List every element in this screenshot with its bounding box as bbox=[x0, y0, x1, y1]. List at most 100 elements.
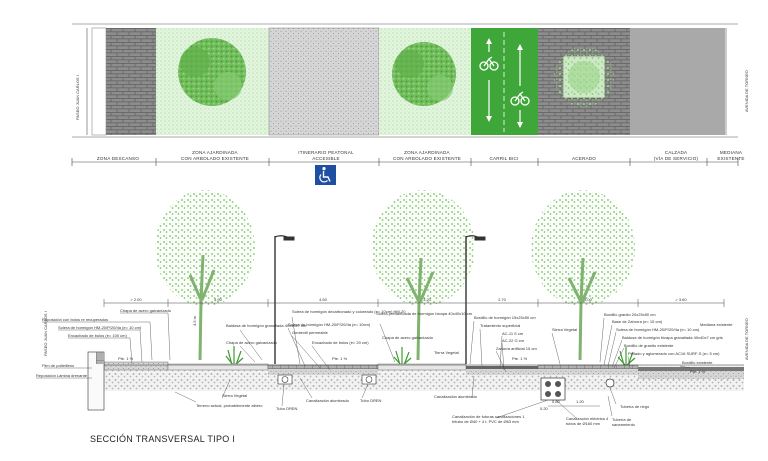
label-ac11: AC-11 S cm bbox=[502, 331, 524, 336]
section-view: > 2.00 4.90 4.50 3.20 2.70 3.00 > 3.60 4… bbox=[36, 190, 749, 444]
zone-label-garden-2-sub: CON ARBOLADO EXISTENTE bbox=[393, 156, 461, 161]
label-electric-ducts: Canalización eléctrica 4 tubos de Ø160 m… bbox=[566, 416, 609, 426]
wall-cap bbox=[96, 352, 104, 364]
label-future-ducts-box: Canalización de futuras canalizaciones 1… bbox=[452, 414, 525, 424]
drain-pipe-1-icon bbox=[277, 374, 293, 385]
plan-rest-zone-paving bbox=[106, 28, 156, 135]
label-concrete-tile-1: Baldosa de hormigón granallada 40x40x7 c… bbox=[226, 323, 307, 328]
zone-label-garden-1-sub: CON ARBOLADO EXISTENTE bbox=[181, 156, 249, 161]
plan-tree-1-icon bbox=[178, 38, 246, 106]
dim-label-7: > 3.60 bbox=[675, 297, 687, 302]
label-topsoil-1: Sierra Vegetal bbox=[222, 393, 247, 398]
roadway-base bbox=[638, 371, 744, 379]
small-dim-1: 0.20 bbox=[540, 406, 549, 411]
label-slope-1: Pte. 1 % bbox=[118, 356, 134, 361]
label-ac22: AC-22 G cm bbox=[502, 338, 525, 343]
bike-lane-asphalt bbox=[466, 366, 538, 369]
dim-label-3: 4.50 bbox=[319, 297, 328, 302]
dim-label-1: > 2.00 bbox=[130, 297, 142, 302]
pedestrian-path-layer bbox=[267, 364, 379, 370]
label-existing-median: Mediana existente bbox=[700, 322, 733, 327]
conduit-bank-icon bbox=[540, 377, 566, 401]
small-dim-2: 0.80 bbox=[552, 399, 561, 404]
label-slope-4: Pte. 1 % bbox=[690, 369, 706, 374]
zone-label-garden-1: ZONA AJARDINADA bbox=[192, 150, 238, 155]
label-future-ducts: Canalización de futuras canalizaciones 1… bbox=[452, 414, 525, 424]
leader-lines-right bbox=[551, 317, 691, 419]
label-recovered-cobbles: Reposición con bolos re recuperados bbox=[42, 317, 108, 322]
zone-label-pedestrian-sub: ACCESIBLE bbox=[312, 156, 340, 161]
label-concrete-slab-1: Solera de hormigón HM-20/P/20/IIa (e= 10… bbox=[58, 325, 142, 330]
label-electric-ducts-box: Canalización eléctrica 4 tubos de Ø160 m… bbox=[566, 416, 609, 426]
label-geotextile: Geotextil permeable bbox=[292, 330, 329, 335]
dim-label-2: 4.90 bbox=[214, 297, 223, 302]
plan-tree-3-icon bbox=[554, 47, 614, 107]
sidewalk-base bbox=[538, 369, 638, 375]
zone-label-roadway-sub: (VÍA DE SERVICIO) bbox=[654, 155, 699, 161]
plan-curb-strip bbox=[91, 27, 107, 136]
wheelchair-icon bbox=[315, 165, 336, 185]
zone-label-rest: ZONA DESCANSO bbox=[97, 156, 139, 161]
leader-lines-bike bbox=[469, 320, 549, 419]
shrub-3-icon bbox=[617, 347, 636, 366]
label-existing-granite-curb: Bordillo de granito existente bbox=[624, 343, 674, 348]
label-galvanized-sheet-2: Chapa de acero galvanizado bbox=[226, 340, 278, 345]
label-decarbonated-slab: Solera de hormigón decarbonado y colorea… bbox=[292, 309, 406, 314]
section-dimension-ticks bbox=[103, 299, 725, 307]
label-cobble-bed-2: Encachado de bolos (e= 20 cm) bbox=[312, 340, 369, 345]
label-asphalt-overlay: Pintado y aglomerado con AC16 SURF-S (e=… bbox=[628, 351, 720, 356]
section-tree-3-icon bbox=[531, 190, 635, 361]
rest-zone-pavement bbox=[103, 361, 169, 371]
pedestrian-gravel-layer bbox=[268, 369, 378, 375]
label-polyethylene-film: Film de polietileno bbox=[42, 363, 75, 368]
height-dim-label: 4.5 m bbox=[192, 315, 197, 326]
leader-lines-left bbox=[36, 312, 231, 403]
label-galvanized-sheet-3: Chapa de acero galvanizado bbox=[382, 335, 434, 340]
label-lighting-duct-2: Canalización alumbrado bbox=[434, 394, 478, 399]
leader-lines-mid bbox=[239, 316, 396, 407]
bike-direction-arrows-icon bbox=[486, 38, 523, 128]
roadway-asphalt bbox=[638, 367, 744, 371]
label-bicapa-slab: Solera prefabricada de hormigón bicapa 4… bbox=[376, 311, 473, 316]
street-lamp-1-icon bbox=[274, 235, 295, 364]
drain-pipe-2-icon bbox=[361, 374, 377, 385]
label-topsoil-2: Tierra Vegetal bbox=[434, 350, 459, 355]
zone-label-sidewalk: ACERADO bbox=[572, 156, 596, 161]
shrub-2-icon bbox=[393, 347, 412, 366]
label-lighting-duct-1: Canalización alumbrado bbox=[306, 398, 350, 403]
bike-lane-base bbox=[466, 369, 538, 375]
plan-right-street-label: AVENIDA DE TORNEO bbox=[744, 70, 749, 112]
plan-pedestrian-path bbox=[268, 27, 380, 136]
plan-left-street-label: PASEO JUAN CARLOS I bbox=[75, 75, 80, 120]
label-concrete-slab-3: Solera de hormigón HM-20/P/20/IIa (e= 10… bbox=[616, 327, 700, 332]
zone-ticks bbox=[71, 158, 739, 166]
section-right-street-label: AVENIDA DE TORNEO bbox=[744, 318, 749, 360]
label-artificial-gravel: Zahorra artificial 15 cm bbox=[496, 346, 537, 351]
shrub-1-icon bbox=[225, 346, 244, 366]
label-gravel-base: Base de Zahorra (e= 15 cm) bbox=[612, 319, 663, 324]
dim-label-5: 2.70 bbox=[498, 297, 507, 302]
zone-label-roadway: CALZADA bbox=[665, 150, 688, 155]
plan-bike-lane bbox=[471, 28, 538, 135]
label-concrete-slab-2: Solera de hormigón HM-20/P/20/IIa (e= 10… bbox=[288, 322, 371, 327]
zone-label-garden-2: ZONA AJARDINADA bbox=[404, 150, 450, 155]
label-drainage-sheet: Reposición Lámina drenante bbox=[36, 373, 88, 378]
label-sewer-pipe-box: Tubería de saneamiento bbox=[612, 417, 635, 427]
label-slope-2: Pte. 1 % bbox=[332, 356, 348, 361]
label-existing-curb: Bordillo existente bbox=[682, 360, 713, 365]
section-left-street-label: PASEO JUAN CARLOS I bbox=[43, 311, 48, 356]
label-surface-treatment: Tratamiento superficial bbox=[480, 323, 520, 328]
label-irrigation-pipe: Tubería de riego bbox=[620, 404, 650, 409]
dim-label-4: 3.20 bbox=[423, 297, 432, 302]
label-existing-terrain: Terreno actual, probablemente albero bbox=[196, 403, 263, 408]
plan-tree-2-icon bbox=[392, 42, 456, 106]
bicycle-icon bbox=[479, 56, 530, 106]
section-tree-2-icon bbox=[371, 190, 475, 361]
irrigation-pipe-icon bbox=[605, 378, 615, 388]
zone-label-median-sub: EXISTENTE bbox=[717, 156, 744, 161]
zone-label-pedestrian: ITINERARIO PEATONAL bbox=[298, 150, 354, 155]
label-slope-3: Pte. 1 % bbox=[512, 356, 528, 361]
label-sewer-pipe: Tubería de saneamiento bbox=[612, 417, 635, 427]
label-granite-curb: Bordillo granito 20x25x50 cm bbox=[604, 312, 656, 317]
label-concrete-curb: Bordillo de hormigón 15x25x50 cm bbox=[474, 315, 536, 320]
